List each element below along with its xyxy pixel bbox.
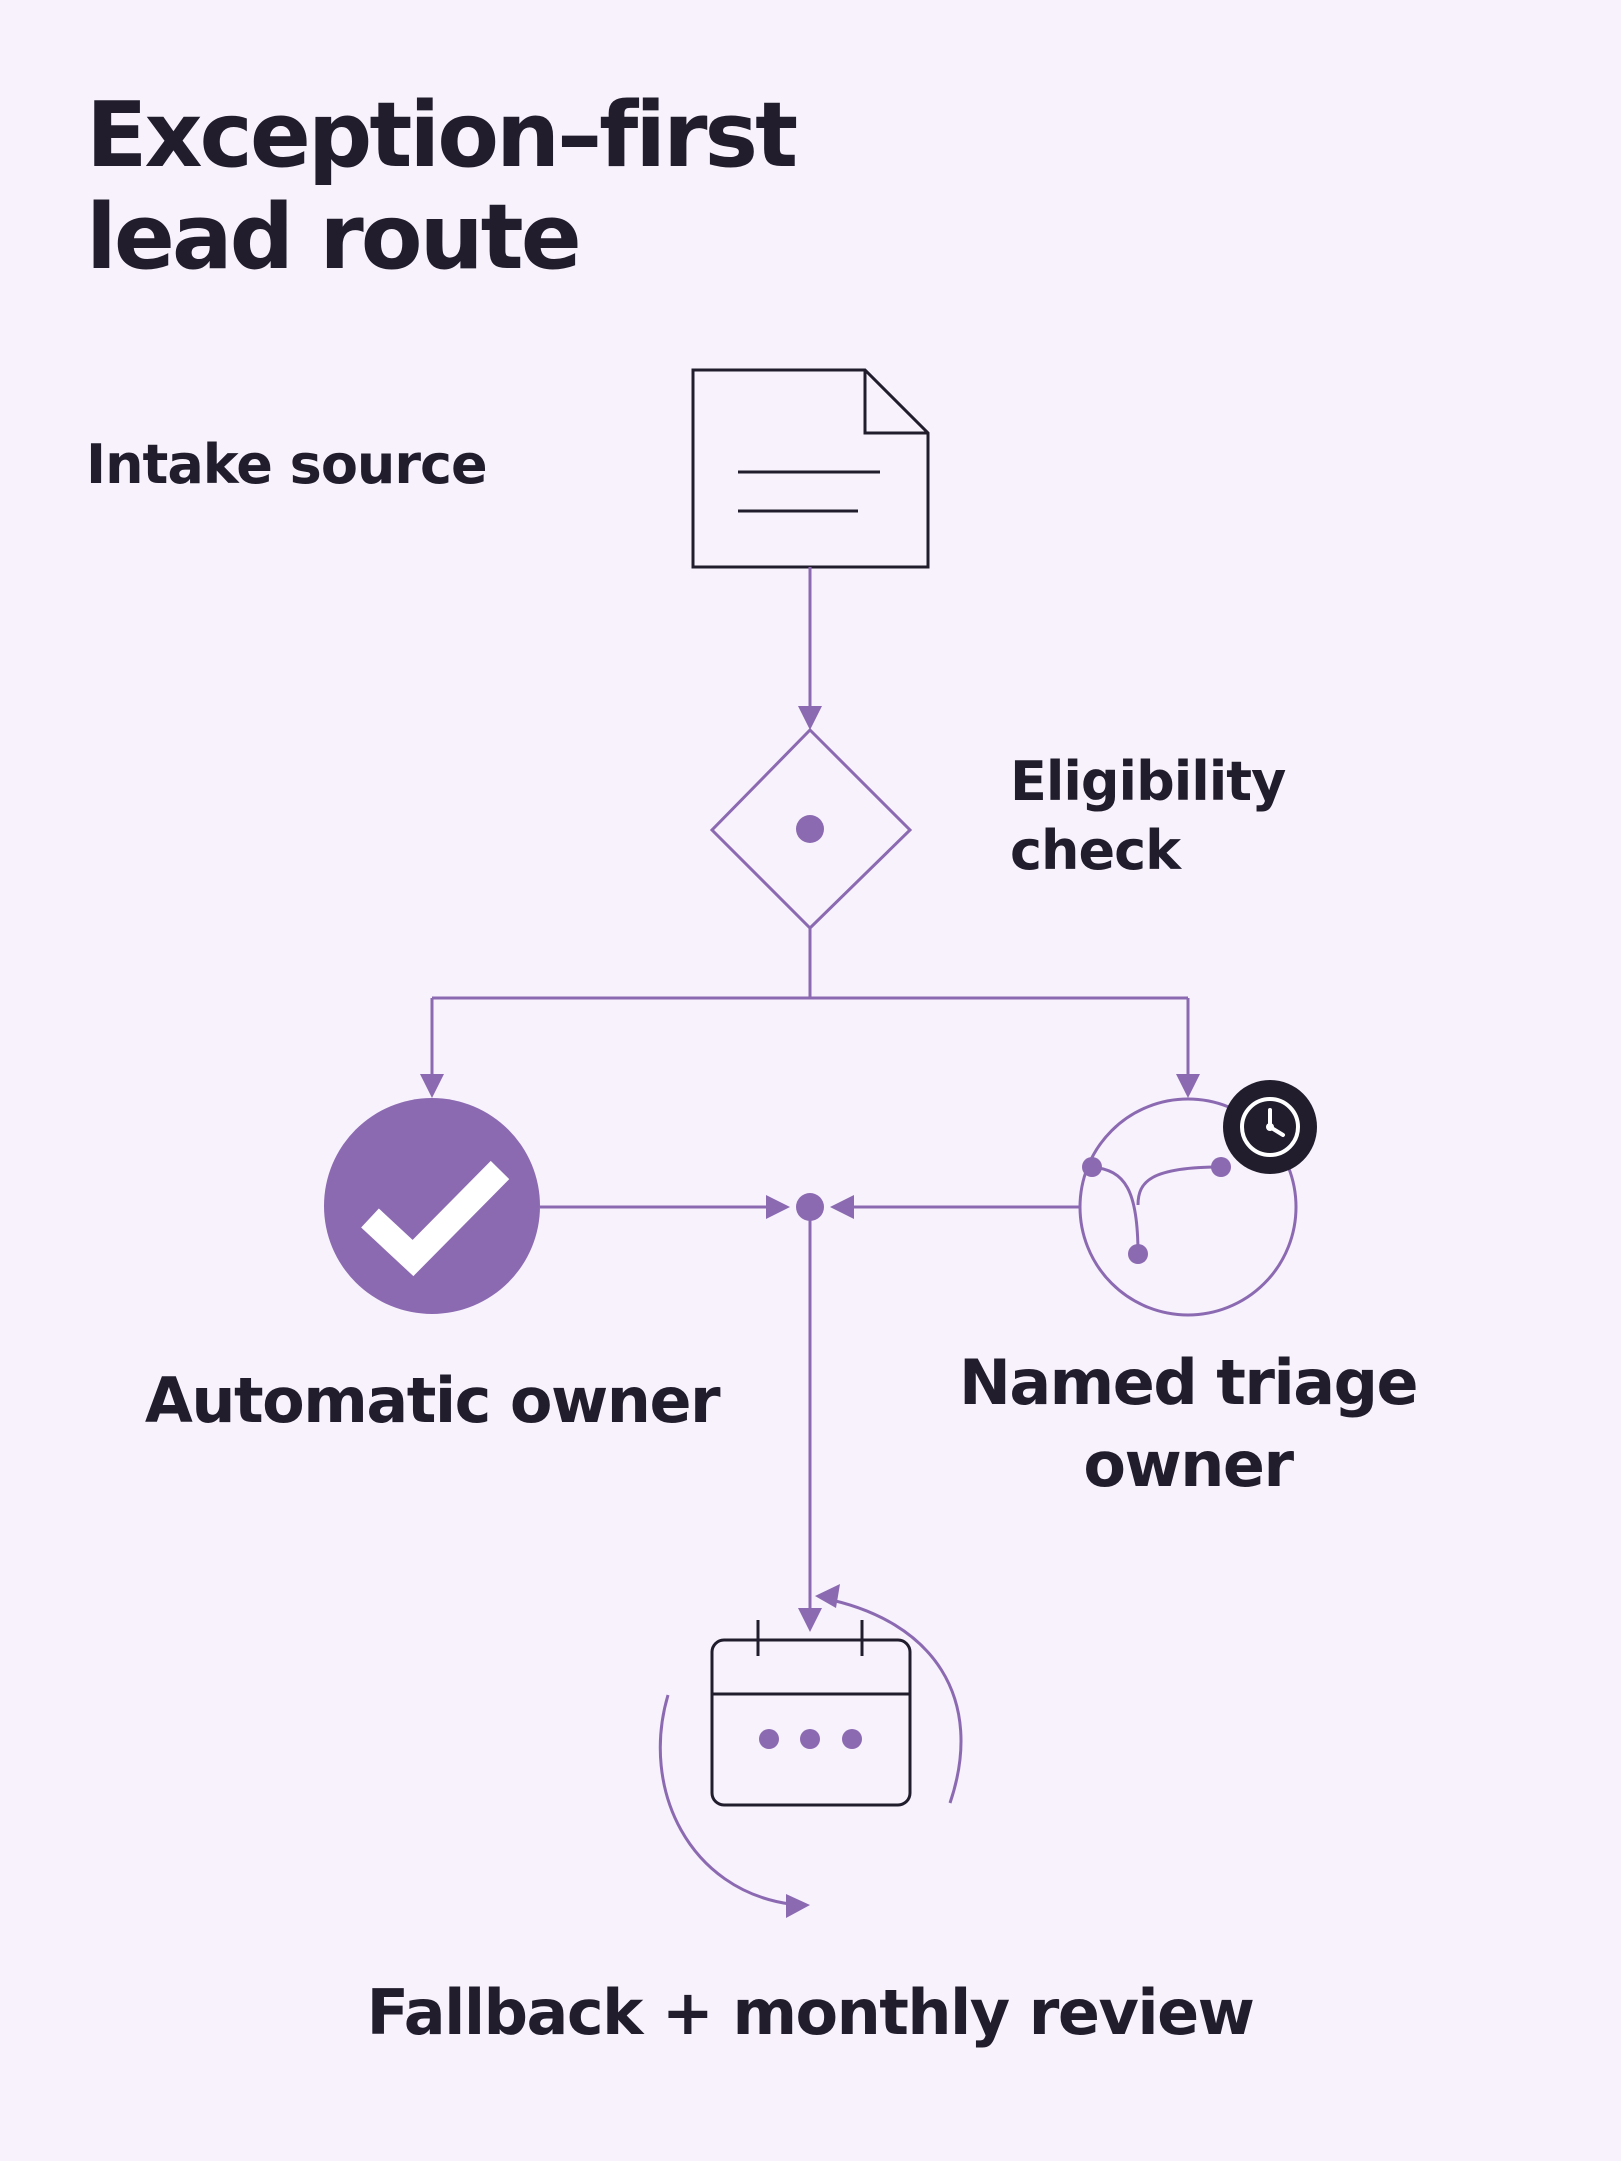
eligibility-check-label-line2: check [1010,819,1182,882]
intake-source-label: Intake source [86,433,487,496]
page-title-line2: lead route [86,185,579,290]
connector-eligibility-branches [420,928,1200,1098]
fallback-monthly-review-label: Fallback + monthly review [367,1976,1254,2049]
calendar-cycle-icon [658,1584,963,1918]
connector-merge [540,1193,1080,1632]
named-triage-owner-label-line1: Named triage [959,1346,1417,1419]
decision-diamond-icon [709,727,913,931]
document-icon [691,368,930,569]
checkmark-circle-icon [324,1098,540,1314]
automatic-owner-label: Automatic owner [145,1364,721,1437]
page-title-line1: Exception–first [86,83,796,188]
named-triage-owner-label-line2: owner [1083,1428,1294,1501]
eligibility-check-label-line1: Eligibility [1010,750,1286,813]
clock-icon [1223,1080,1317,1174]
connector-intake-to-eligibility [798,567,822,730]
